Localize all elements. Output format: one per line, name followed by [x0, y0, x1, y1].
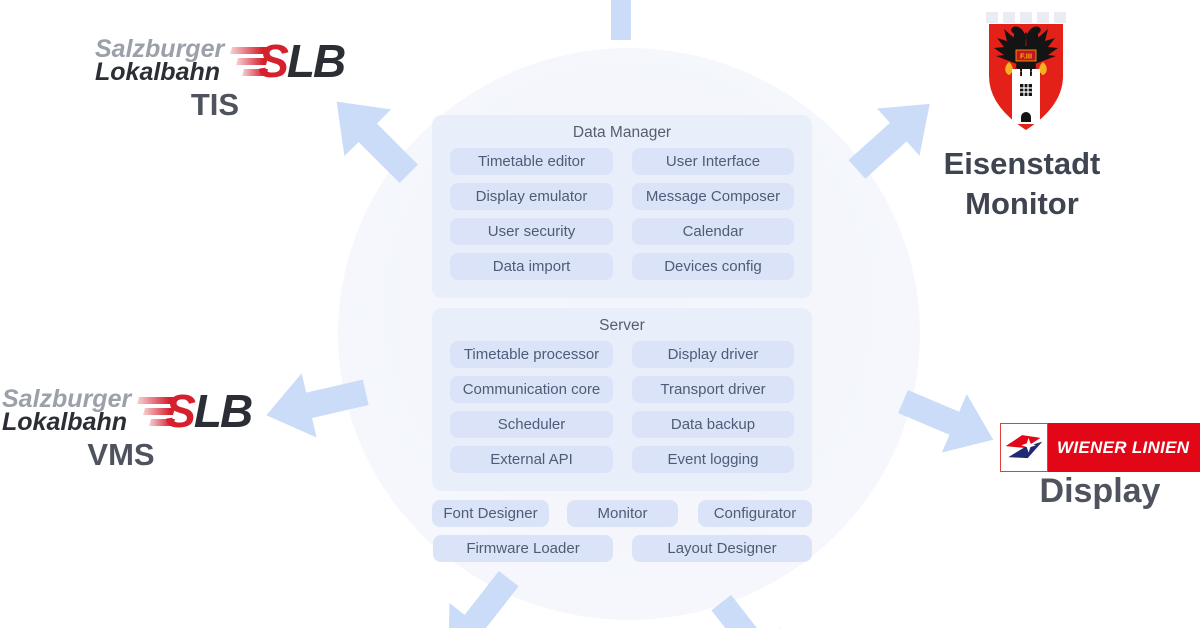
wiener-linien-wordmark: WIENER LINIEN — [1057, 437, 1190, 457]
chip-data-backup: Data backup — [632, 411, 794, 438]
panel-server: Server Timetable processor Display drive… — [432, 308, 812, 491]
product-label-vms: VMS — [87, 437, 155, 472]
data-manager-module-grid: Timetable editor User Interface Display … — [450, 148, 794, 280]
slb-word-salzburger: Salzburger — [2, 385, 132, 413]
arrow-left-icon — [266, 373, 369, 438]
slb-mark-s: S — [258, 35, 289, 87]
chip-message-composer: Message Composer — [632, 183, 794, 210]
eisenstadt-line2: Monitor — [965, 186, 1079, 221]
panel-title: Data Manager — [572, 124, 672, 141]
eisenstadt-crest-icon: F.III — [986, 12, 1066, 130]
eisenstadt-monitor-label: Eisenstadt Monitor — [912, 144, 1132, 224]
chip-external-api: External API — [450, 446, 613, 473]
slb-word-lokalbahn: Lokalbahn — [95, 58, 221, 86]
slb-mark-s: S — [165, 385, 196, 437]
chip-timetable-editor: Timetable editor — [450, 148, 613, 175]
panel-data-manager: Data Manager Timetable editor User Inter… — [432, 115, 812, 298]
slb-mark-lb: LB — [286, 35, 346, 87]
chip-layout-designer: Layout Designer — [632, 535, 812, 562]
chip-scheduler: Scheduler — [450, 411, 613, 438]
arrow-right-icon — [898, 389, 994, 453]
product-label-tis: TIS — [190, 87, 240, 122]
arrow-top-right-icon — [848, 103, 930, 179]
product-label-display: Display — [1039, 472, 1161, 510]
chip-user-interface: User Interface — [632, 148, 794, 175]
chip-display-driver: Display driver — [632, 341, 794, 368]
arrow-bottom-right-icon — [711, 594, 782, 628]
chip-data-import: Data import — [450, 253, 613, 280]
arrow-bottom-left-icon — [448, 570, 519, 628]
chip-calendar: Calendar — [632, 218, 794, 245]
wiener-linien-arrow-icon — [1005, 434, 1043, 458]
slb-mark-lb: LB — [193, 385, 253, 437]
chip-event-logging: Event logging — [632, 446, 794, 473]
wiener-linien-logo: WIENER LINIEN — [1000, 423, 1200, 472]
slb-word-salzburger: Salzburger — [95, 35, 225, 63]
panel-title: Server — [599, 317, 645, 334]
eisenstadt-line1: Eisenstadt — [943, 146, 1101, 181]
chip-timetable-processor: Timetable processor — [450, 341, 613, 368]
slb-speedlines-icon — [230, 47, 269, 76]
chip-firmware-loader: Firmware Loader — [433, 535, 613, 562]
chip-transport-driver: Transport driver — [632, 376, 794, 403]
chip-devices-config: Devices config — [632, 253, 794, 280]
crest-initials: F.III — [1020, 52, 1032, 61]
arrow-top-left-icon — [336, 101, 418, 183]
server-module-grid: Timetable processor Display driver Commu… — [450, 341, 794, 473]
arrow-top-icon — [595, 0, 647, 40]
chip-font-designer: Font Designer — [432, 500, 549, 527]
chip-monitor: Monitor — [567, 500, 678, 527]
chip-communication-core: Communication core — [450, 376, 613, 403]
slb-speedlines-icon — [137, 397, 176, 426]
slb-word-lokalbahn: Lokalbahn — [2, 408, 128, 436]
chip-user-security: User security — [450, 218, 613, 245]
chip-display-emulator: Display emulator — [450, 183, 613, 210]
chip-configurator: Configurator — [698, 500, 812, 527]
